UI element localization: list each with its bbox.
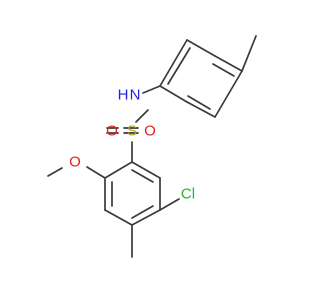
bond-ring-inner-1: [131, 169, 154, 183]
bond-tolyl-inner-3: [187, 95, 211, 110]
atom-o-left: O: [106, 123, 118, 140]
bond-ring-cl: [159, 198, 180, 211]
bond-tolyl-2: [186, 39, 216, 57]
bond-ring-inner-2: [131, 205, 154, 219]
bond-tolyl-inner-1: [167, 47, 191, 85]
atom-n: N: [130, 87, 141, 104]
bond-tolyl-4: [214, 70, 243, 118]
atom-labels: H N S O O O Cl: [69, 87, 195, 203]
bond-ring-4: [131, 209, 161, 226]
bond-tolyl-1: [159, 39, 188, 87]
atom-o-methoxy: O: [69, 154, 81, 171]
bond-tolyl-inner-2: [212, 63, 235, 77]
bonds: [47, 35, 257, 258]
bond-o-methyl: [47, 167, 63, 177]
atom-h: H: [118, 87, 129, 104]
bond-s-n: [135, 109, 149, 123]
molecule-structure: H N S O O O Cl: [47, 35, 257, 258]
bond-tolyl-methyl: [241, 35, 257, 72]
bond-ring-1: [104, 161, 133, 179]
atom-s: S: [127, 123, 137, 140]
bond-tolyl-5: [186, 101, 216, 118]
bond-tolyl-6: [159, 85, 188, 103]
atom-cl: Cl: [181, 186, 195, 203]
bond-ring-o-methoxy: [86, 166, 106, 179]
atom-o-right: O: [144, 123, 156, 140]
bond-ring-6: [131, 161, 161, 179]
bond-n-tolyl: [142, 85, 161, 94]
bond-ring-3: [104, 209, 133, 226]
bond-tolyl-3: [214, 55, 243, 72]
